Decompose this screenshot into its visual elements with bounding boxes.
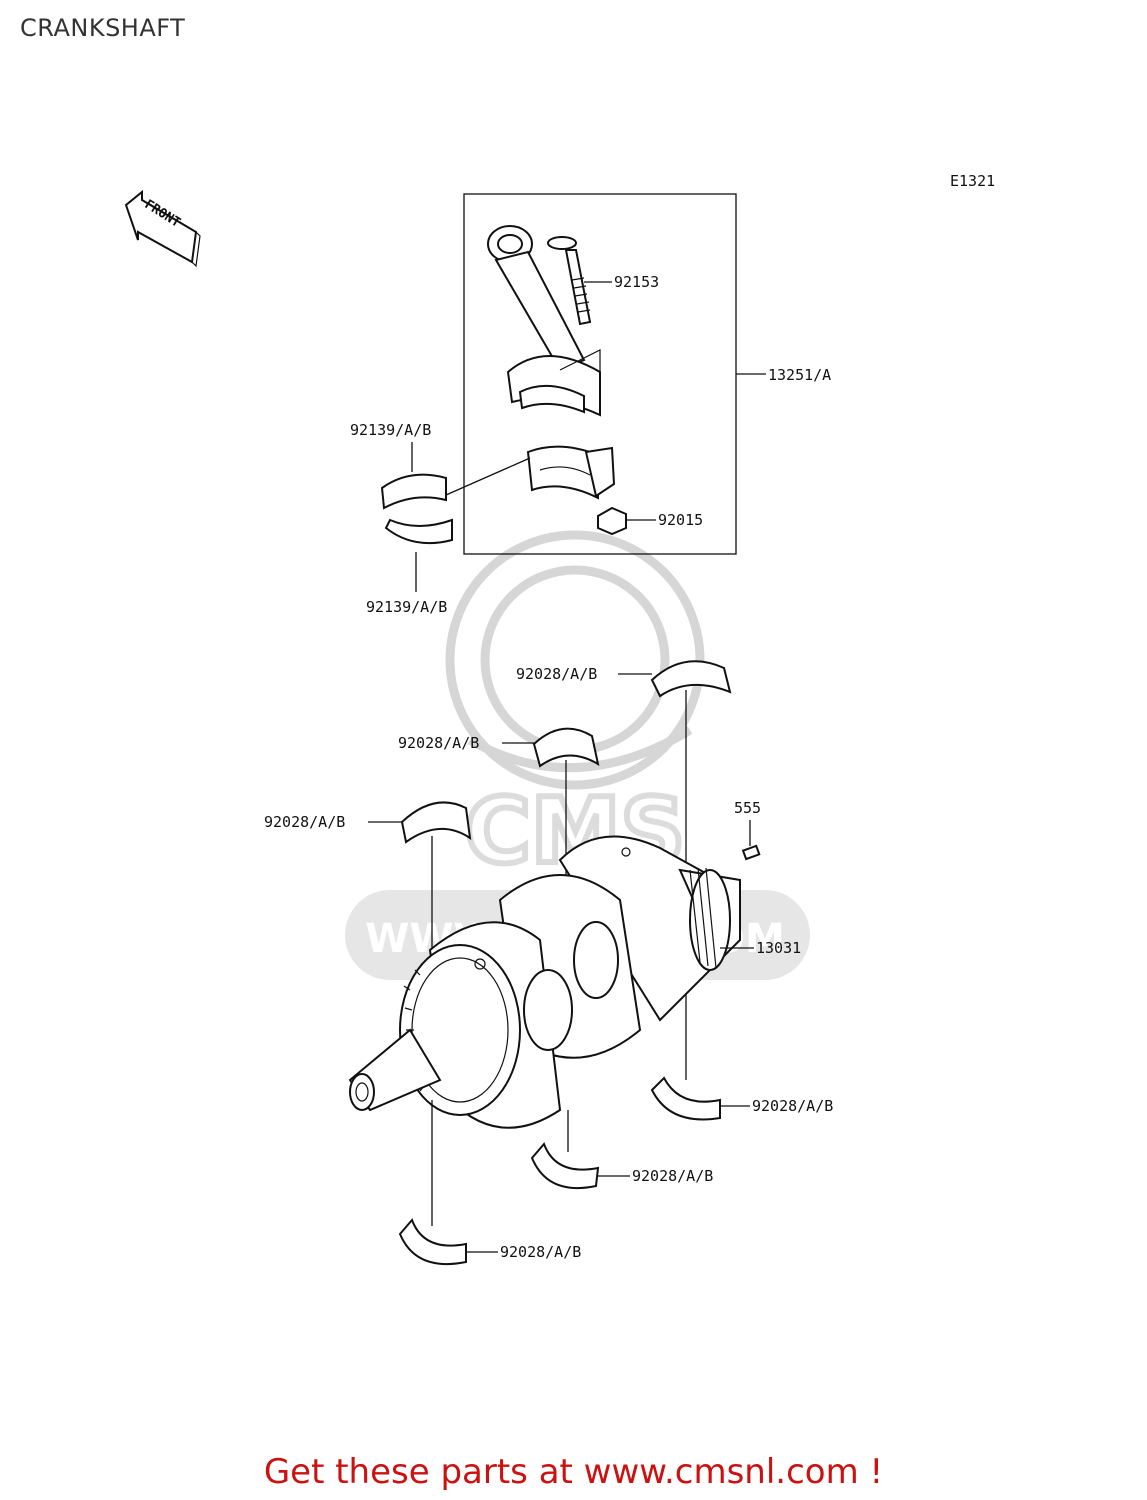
callout-92028-upper-3: 92028/A/B — [264, 813, 345, 831]
crankshaft — [348, 835, 754, 1129]
dowel-pin — [741, 820, 761, 861]
conrod-bearing-lower — [384, 518, 453, 592]
connecting-rod — [487, 225, 601, 417]
footer-link[interactable]: Get these parts at www.cmsnl.com ! — [263, 1452, 884, 1492]
callout-92028-lower-3: 92028/A/B — [500, 1243, 581, 1261]
callout-92139-upper: 92139/A/B — [350, 421, 431, 439]
main-bearing-lower-1 — [650, 1076, 750, 1121]
callout-92139-lower: 92139/A/B — [366, 598, 447, 616]
main-bearing-lower-2 — [530, 1110, 630, 1190]
conrod-bearing-upper — [380, 442, 531, 510]
callout-92153: 92153 — [614, 273, 659, 291]
callout-92028-upper-1: 92028/A/B — [516, 665, 597, 683]
callout-92028-upper-2: 92028/A/B — [398, 734, 479, 752]
callout-13031: 13031 — [756, 939, 801, 957]
callout-92015: 92015 — [658, 511, 703, 529]
conrod-nut — [597, 506, 656, 536]
front-arrow-icon: FRONT — [124, 189, 201, 268]
page-title: CRANKSHAFT — [20, 14, 186, 42]
conrod-bolt — [547, 236, 612, 326]
callout-555: 555 — [734, 799, 761, 817]
callout-13251: 13251/A — [768, 366, 831, 384]
main-bearing-lower-3 — [398, 1100, 498, 1266]
callout-92028-lower-2: 92028/A/B — [632, 1167, 713, 1185]
conrod-cap — [526, 445, 616, 500]
diagram-code: E1321 — [950, 172, 995, 190]
callout-92028-lower-1: 92028/A/B — [752, 1097, 833, 1115]
